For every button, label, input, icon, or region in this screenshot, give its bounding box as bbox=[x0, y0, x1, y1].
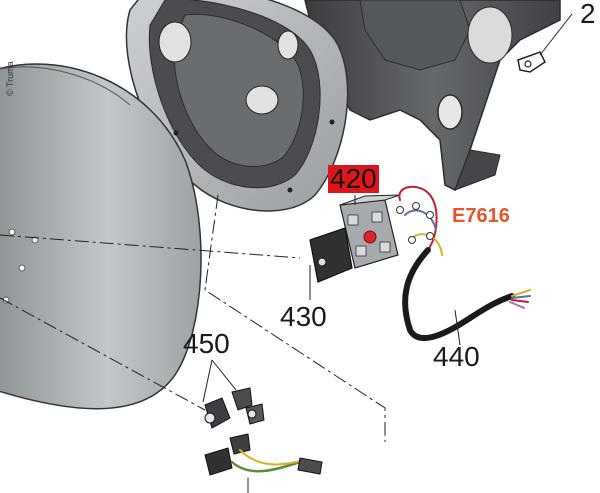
clip-part-2 bbox=[517, 13, 573, 73]
leader-lines bbox=[309, 195, 461, 346]
callout-430: 430 bbox=[280, 301, 327, 332]
assembly-lines bbox=[0, 194, 386, 442]
copyright-watermark: © Truma bbox=[5, 61, 15, 96]
clip-parts-450 bbox=[202, 359, 265, 429]
flange-ring bbox=[125, 0, 349, 212]
callout-420: 420 bbox=[328, 163, 379, 194]
error-code-label: E7616 bbox=[452, 205, 510, 227]
heater-bracket bbox=[304, 0, 561, 192]
callout-440: 440 bbox=[433, 341, 480, 372]
switch-420 bbox=[309, 194, 401, 283]
callout-2: 2 bbox=[580, 0, 596, 29]
fan-drum bbox=[0, 63, 202, 410]
callout-450: 450 bbox=[183, 328, 230, 359]
wiring-harness-440 bbox=[396, 185, 531, 341]
connector-cable bbox=[204, 433, 323, 493]
